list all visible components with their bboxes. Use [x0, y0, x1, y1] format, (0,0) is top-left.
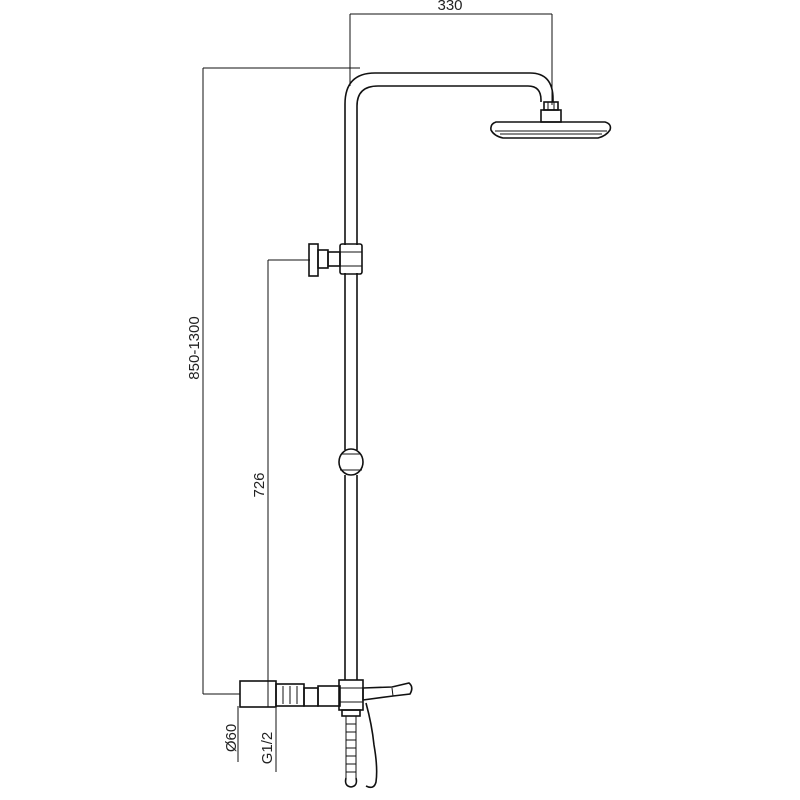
slider-knob	[338, 448, 364, 476]
bath-spout	[365, 702, 378, 789]
dimension-label-thread-size: G1/2	[259, 732, 276, 765]
mixer-valve-body	[317, 679, 364, 717]
dimension-label-holder-height: 726	[251, 472, 268, 497]
shower-hose	[344, 716, 358, 788]
rain-shower-head	[490, 121, 612, 139]
riser-pipe	[344, 72, 554, 680]
dimension-arm-reach: 330	[349, 0, 553, 105]
wall-escutcheon	[239, 680, 319, 708]
dimension-label-total-height: 850-1300	[186, 316, 203, 379]
shower-head-connector	[540, 101, 562, 123]
dimension-label-wall-diameter: Ø60	[223, 724, 240, 752]
hand-shower-holder	[308, 243, 363, 277]
diverter-lever	[362, 682, 413, 701]
dimension-holder-height: 726	[251, 259, 310, 707]
dimension-total-height: 850-1300	[186, 67, 360, 695]
dimension-label-arm-reach: 330	[437, 0, 462, 14]
